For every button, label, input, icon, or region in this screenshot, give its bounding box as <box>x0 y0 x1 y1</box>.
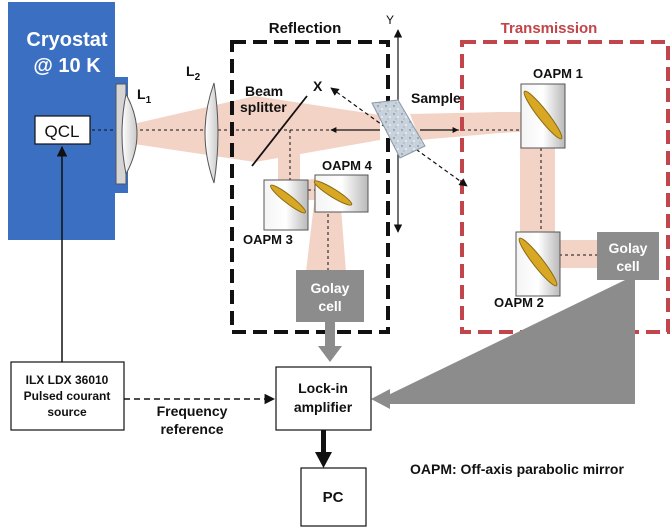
signal-line-transmission <box>380 280 635 407</box>
beam-transmission-down <box>520 128 555 255</box>
x-axis-label: X <box>313 78 323 94</box>
oapm-legend: OAPM: Off-axis parabolic mirror <box>410 461 624 477</box>
signal-arrow-reflection <box>318 322 342 362</box>
beam-reflection-down <box>278 140 300 190</box>
beam-splitter-label-line1: Beam <box>245 83 283 99</box>
beam-main <box>120 96 380 162</box>
reflection-box <box>230 40 390 334</box>
qcl-box <box>34 115 91 145</box>
cryostat-title-line2: @ 10 K <box>33 55 101 77</box>
oapm1-label: OAPM 1 <box>533 66 583 81</box>
beam-to-golay-reflection <box>306 195 346 272</box>
oapm4-face <box>313 180 353 206</box>
lockin-to-pc-arrow <box>315 430 332 468</box>
qcl-label: QCL <box>45 122 80 141</box>
oapm3-label: OAPM 3 <box>243 232 293 247</box>
golay-reflection-label-line2: cell <box>318 298 341 314</box>
beam-splitter-label-line2: splitter <box>240 99 287 115</box>
golay-transmission-label-line2: cell <box>616 258 639 274</box>
frequency-reference-line1: Frequency <box>157 403 228 419</box>
signal-line-transmission-horizontal <box>388 394 635 404</box>
cryostat-title-line1: Cryostat <box>26 29 107 51</box>
oapm2-label: OAPM 2 <box>494 295 544 310</box>
current-source-box <box>10 361 125 431</box>
lens-l2 <box>204 82 219 184</box>
oapm3-face <box>269 184 307 214</box>
oapm4-label: OAPM 4 <box>322 158 373 173</box>
sample-label: Sample <box>411 90 461 106</box>
sample <box>371 99 426 159</box>
lens-l1-label: L1 <box>137 86 152 106</box>
pc-label: PC <box>323 489 344 506</box>
beam-splitter <box>251 95 308 167</box>
transmission-title: Transmission <box>501 20 598 37</box>
frequency-reference-line2: reference <box>160 421 223 437</box>
current-source-line2: Pulsed courant <box>24 389 111 403</box>
lens-l1 <box>121 92 138 176</box>
golay-cell-reflection <box>296 270 364 322</box>
golay-transmission-label-line1: Golay <box>609 240 648 256</box>
oapm2-face <box>518 237 558 287</box>
oapm1-face <box>523 90 563 140</box>
lockin-label-line2: amplifier <box>294 399 353 415</box>
signal-arrow-transmission-head <box>371 389 390 409</box>
pc-box <box>300 467 367 527</box>
current-source-line1: ILX LDX 36010 <box>26 373 109 387</box>
signal-connections <box>318 280 635 409</box>
lockin-label-line1: Lock-in <box>298 380 348 396</box>
y-axis-label: Y <box>386 13 394 27</box>
lens-l2-label: L2 <box>186 63 201 83</box>
golay-cell-transmission <box>597 232 659 280</box>
reflection-title: Reflection <box>269 20 342 37</box>
current-source-line3: source <box>47 405 87 419</box>
golay-reflection-label-line1: Golay <box>311 280 350 296</box>
